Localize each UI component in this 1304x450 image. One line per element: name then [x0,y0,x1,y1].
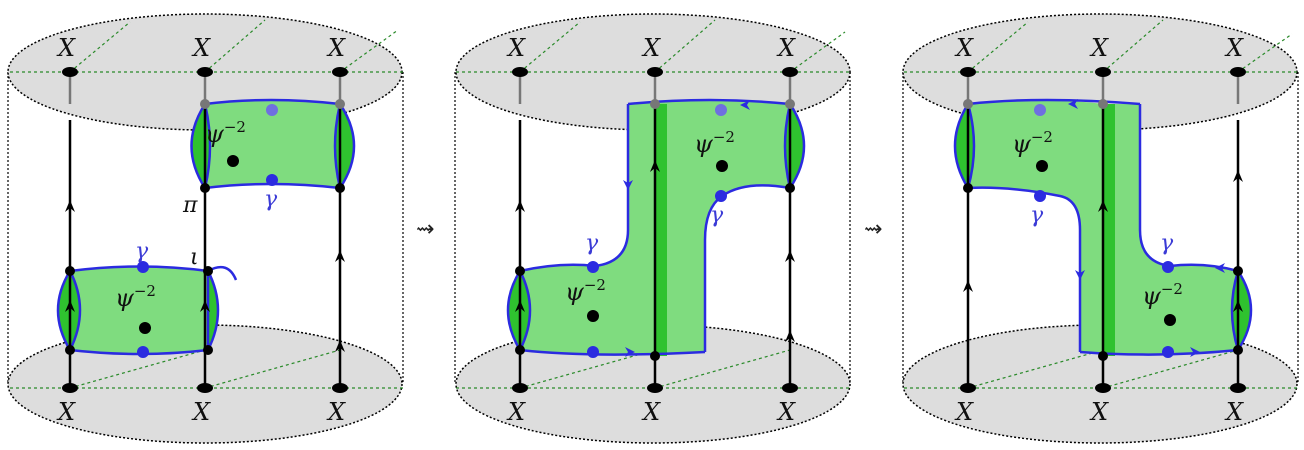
x-label: X [191,34,211,62]
strands [966,104,1240,388]
strands [518,104,792,388]
gamma-label: γ [710,203,724,228]
gamma-label: γ [1160,231,1174,256]
psi-label: ψ−2 [1012,128,1053,158]
panel-2: X X X X X X γ γ ψ−2 ψ−2 [454,13,851,444]
nodes [512,67,798,393]
strand-tops [966,72,1240,104]
text-labels: X X X X X X γ γ ψ−2 ψ−2 [954,34,1244,426]
strand-tops [68,72,342,104]
psi-label: ψ−2 [115,282,156,312]
psi-label: ψ−2 [205,118,246,148]
boundary-arrows [1068,99,1225,357]
gray-nodes [650,99,795,109]
gamma-label: γ [585,231,599,256]
panel-3: X X X X X X γ γ ψ−2 ψ−2 [902,13,1299,444]
bottom-diagonals [456,349,850,389]
x-label: X [506,34,526,62]
gamma-points [1034,104,1174,358]
bottom-diagonals [10,349,403,389]
top-diagonals [10,19,403,73]
lower-tube [56,265,238,356]
x-label: X [56,398,76,426]
top-diagonals [904,19,1297,73]
cylinder-outline [454,72,851,384]
x-label: X [954,34,974,62]
squiggle-arrow: ⇝ [416,217,434,242]
cylinder-outline [902,72,1299,384]
psi-label: ψ−2 [694,128,735,158]
nodes [960,67,1246,393]
arrows [515,160,795,342]
x-label: X [191,398,211,426]
gamma-label: γ [1030,203,1044,228]
x-label: X [1089,34,1109,62]
x-label: X [56,34,76,62]
x-label: X [776,398,796,426]
top-diagonals [456,19,850,73]
x-label: X [641,34,661,62]
gamma-points [137,104,278,358]
gray-nodes [200,99,345,109]
x-label: X [776,34,796,62]
x-label: X [1224,398,1244,426]
psi-label: ψ−2 [565,276,606,306]
iota-label: ι [190,245,199,270]
arrows [65,200,345,352]
boundary-arrows [623,100,750,357]
text-labels: X X X X X X γ γ ψ−2 ψ−2 [506,34,796,426]
pi-label: π [182,193,198,218]
nodes [62,67,348,393]
x-label: X [954,398,974,426]
gamma-points [587,104,727,358]
arrows [963,170,1243,312]
gamma-label: γ [135,239,149,264]
x-label: X [641,398,661,426]
psi-label: ψ−2 [1142,280,1183,310]
x-label: X [1089,398,1109,426]
x-label: X [1224,34,1244,62]
bottom-diagonals [904,349,1297,389]
gamma-label: γ [264,187,278,212]
strand-tops [518,72,792,104]
x-label: X [326,398,346,426]
cylinder-outline [7,72,404,384]
x-label: X [506,398,526,426]
text-labels: X X X X X X γ γ π ι ψ−2 ψ−2 [56,34,346,426]
gray-nodes [963,99,1108,109]
x-label: X [326,34,346,62]
squiggle-arrow: ⇝ [864,217,882,242]
panel-1: X X X X X X γ γ π ι ψ−2 ψ−2 [7,13,404,444]
